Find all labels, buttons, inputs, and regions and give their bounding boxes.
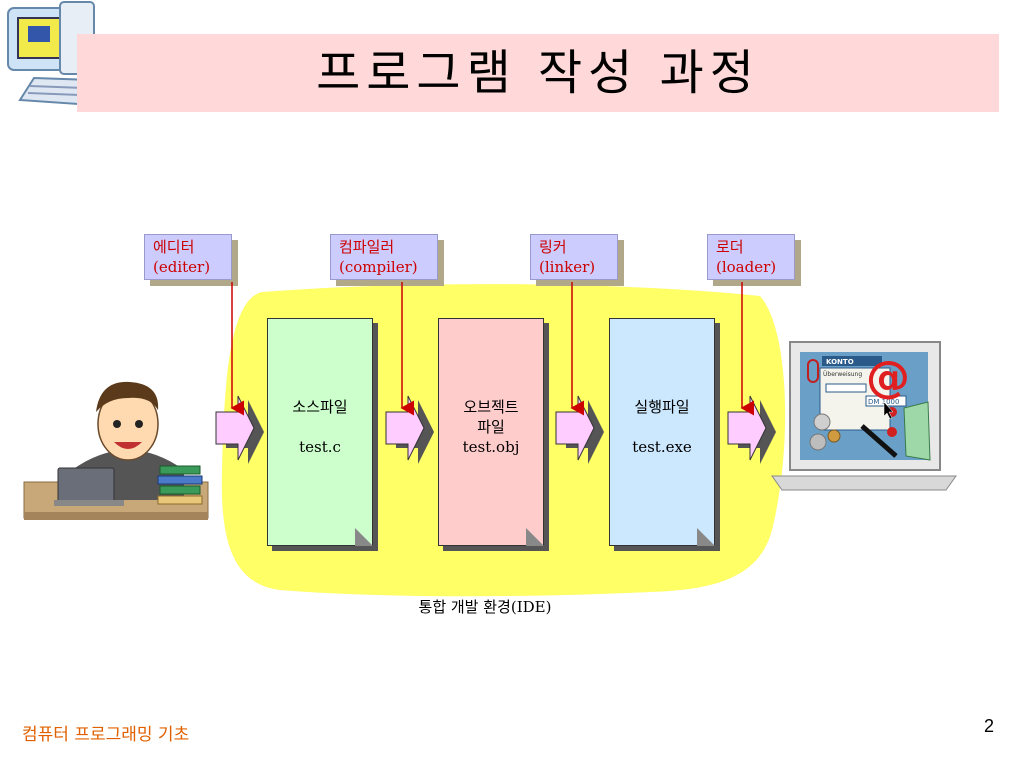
block-arrow-4	[727, 395, 776, 464]
file-box-source: 소스파일 test.c	[267, 318, 373, 546]
tool-name: 로더	[716, 238, 744, 256]
tool-label-editor: 에디터 (editer)	[144, 234, 232, 280]
tool-name: 컴파일러	[339, 238, 395, 256]
tool-name: 링커	[539, 238, 567, 256]
screen-header: KONTO	[826, 358, 854, 366]
file-line: test.exe	[632, 438, 692, 456]
file-line: 파일	[477, 418, 505, 436]
file-line: 실행파일	[634, 398, 690, 416]
page-fold	[355, 528, 373, 546]
programmer-clipart-icon	[23, 381, 209, 520]
screen-amount: DM 1000	[868, 398, 899, 406]
screen-sub: Überweisung	[823, 371, 862, 378]
block-arrow-1	[215, 395, 264, 464]
page-number: 2	[984, 716, 995, 736]
file-line: test.obj	[462, 438, 520, 456]
tool-label-linker: 링커 (linker)	[530, 234, 618, 280]
tool-label-compiler: 컴파일러 (compiler)	[330, 234, 438, 280]
laptop-clipart-icon: KONTO Überweisung DM 1000 @	[771, 341, 957, 491]
file-line: 오브젝트	[463, 398, 519, 416]
tool-en: (editer)	[153, 258, 211, 276]
page-fold	[526, 528, 544, 546]
tool-en: (linker)	[539, 258, 596, 276]
block-arrow-2	[385, 395, 434, 464]
ide-label: 통합 개발 환경(IDE)	[418, 598, 552, 616]
file-box-executable: 실행파일 test.exe	[609, 318, 715, 546]
page-fold	[697, 528, 715, 546]
file-line: test.c	[299, 438, 341, 456]
file-line: 소스파일	[292, 398, 348, 416]
tool-name: 에디터	[153, 238, 195, 256]
title-bar: 프로그램 작성 과정	[77, 34, 999, 112]
block-arrow-3	[555, 395, 604, 464]
file-box-object: 오브젝트 파일 test.obj	[438, 318, 544, 546]
tool-en: (loader)	[716, 258, 777, 276]
tool-label-loader: 로더 (loader)	[707, 234, 795, 280]
footer-course-title: 컴퓨터 프로그래밍 기초	[22, 725, 190, 745]
tool-en: (compiler)	[339, 258, 418, 276]
at-symbol-icon: @	[866, 352, 910, 403]
page-title: 프로그램 작성 과정	[316, 45, 760, 101]
